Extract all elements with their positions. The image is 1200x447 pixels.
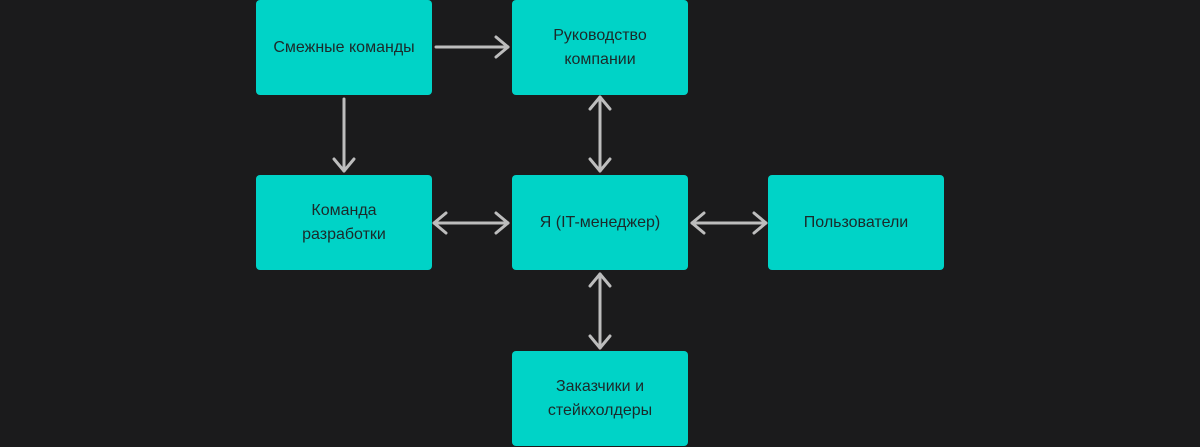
node-dev-team: Команда разработки — [256, 175, 432, 270]
node-users-label: Пользователи — [803, 213, 909, 231]
node-company-management: Руководство компании — [512, 0, 688, 95]
node-customers-stakeholders: Заказчики и стейкхолдеры — [512, 351, 688, 446]
edge-dev-team-to-me — [432, 211, 510, 235]
node-me-it-manager: Я (IT-менеджер) — [512, 175, 688, 270]
node-dev-team-label: Команда разработки — [302, 201, 386, 243]
edge-me-to-users — [690, 211, 768, 235]
edge-adjacent-teams-to-company-management — [434, 35, 510, 59]
edge-adjacent-teams-to-dev-team — [332, 97, 356, 173]
node-users: Пользователи — [768, 175, 944, 270]
node-company-management-label: Руководство компании — [553, 26, 647, 68]
node-me-it-manager-label: Я (IT-менеджер) — [539, 213, 661, 231]
node-adjacent-teams-label: Смежные команды — [273, 38, 415, 56]
edge-me-to-customers-stakeholders — [588, 272, 612, 350]
node-adjacent-teams: Смежные команды — [256, 0, 432, 95]
node-customers-stakeholders-label: Заказчики и стейкхолдеры — [547, 377, 653, 419]
edge-company-management-to-me — [588, 95, 612, 173]
